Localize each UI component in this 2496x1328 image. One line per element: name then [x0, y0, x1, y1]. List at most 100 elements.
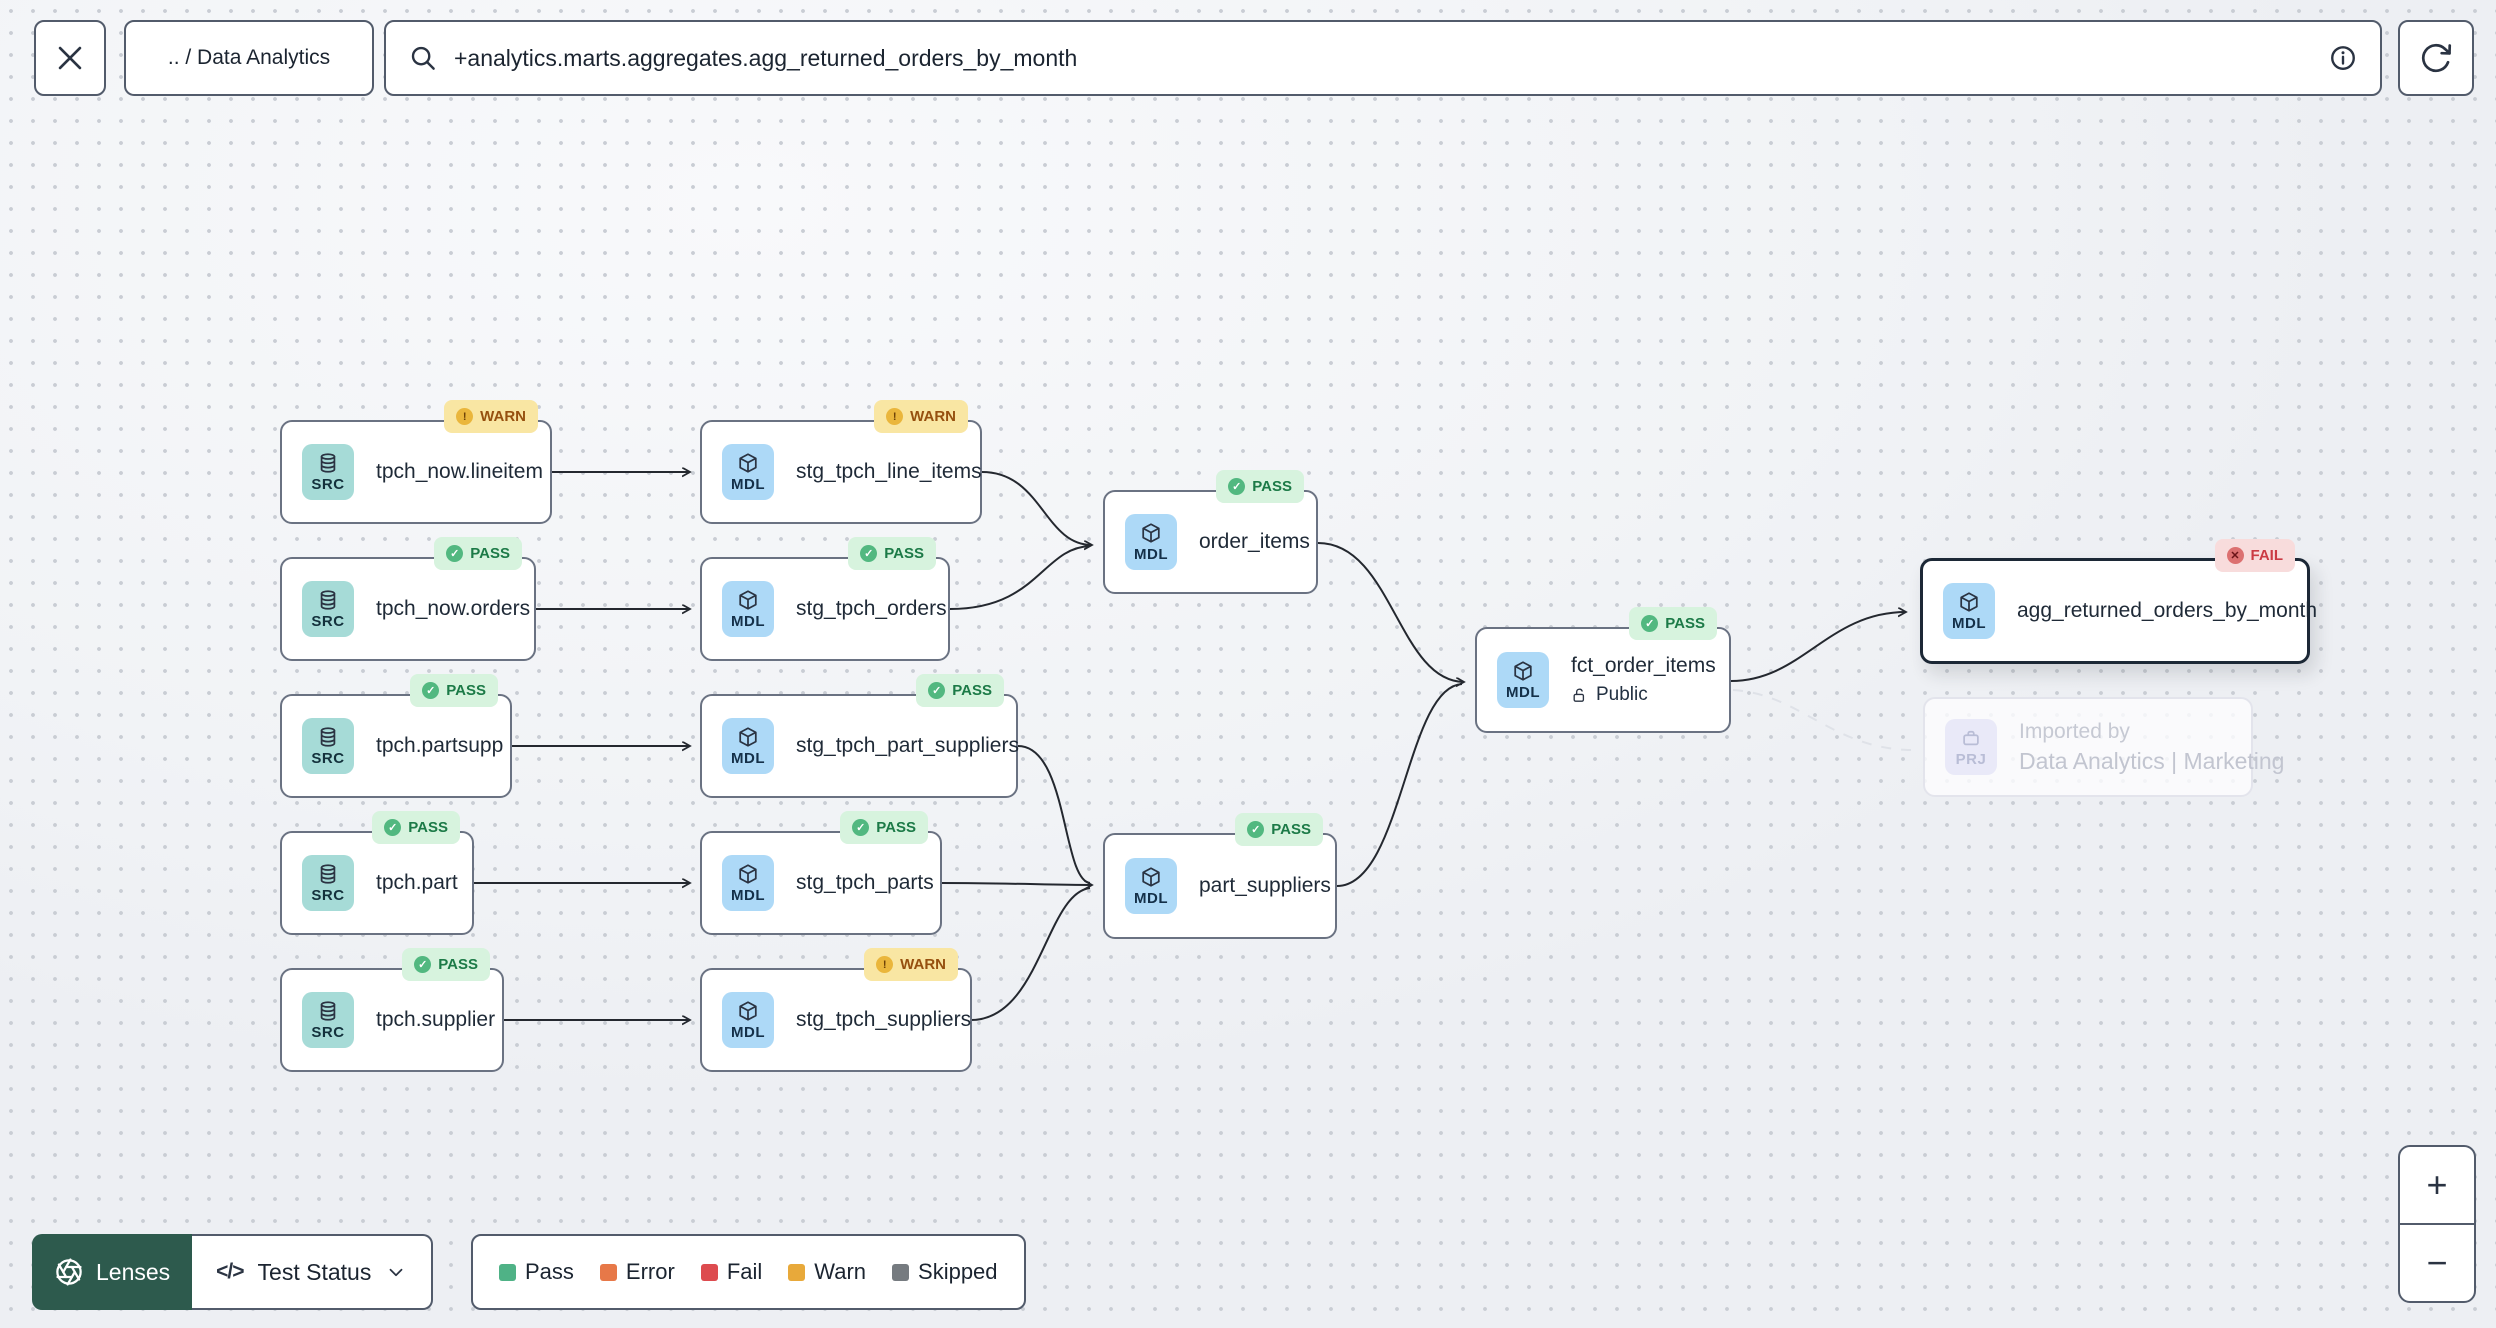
source-type-chip: SRC	[302, 444, 354, 500]
fail-swatch	[700, 1263, 718, 1281]
node-agg-returned-orders-by-month[interactable]: ✕FAIL MDL agg_returned_orders_by_month	[1920, 539, 2317, 664]
check-icon: ✓	[860, 545, 878, 562]
model-type-chip: MDL	[722, 718, 774, 774]
aperture-icon	[56, 1258, 82, 1286]
refresh-button[interactable]	[2398, 20, 2474, 96]
warn-icon: !	[456, 408, 474, 425]
legend-item-error: Error	[599, 1259, 675, 1285]
zoom-controls: + −	[2398, 1145, 2476, 1303]
check-icon: ✓	[414, 956, 432, 973]
warn-icon: !	[886, 408, 904, 425]
legend-item-warn: Warn	[788, 1259, 866, 1285]
unlock-icon	[1573, 688, 1585, 702]
node-label: stg_tpch_suppliers	[796, 1008, 972, 1031]
cube-icon	[1142, 866, 1160, 887]
close-icon	[58, 46, 82, 70]
status-badge: !WARN	[864, 948, 958, 981]
test-status-legend: Pass Error Fail Warn Skipped	[471, 1234, 1026, 1310]
model-type-chip: MDL	[1125, 514, 1177, 570]
lenses-button[interactable]: Lenses	[32, 1234, 193, 1310]
briefcase-icon	[1963, 730, 1979, 745]
lenses-control: Lenses </> Test Status	[32, 1234, 434, 1310]
node-tpch-partsupp[interactable]: ✓PASS SRC tpch.partsupp	[280, 674, 512, 798]
node-label: agg_returned_orders_by_month	[2017, 599, 2318, 622]
close-button[interactable]	[34, 20, 106, 96]
cube-icon	[1960, 591, 1978, 612]
node-stg-tpch-parts[interactable]: ✓PASS MDL stg_tpch_parts	[700, 811, 942, 935]
refresh-icon	[2421, 43, 2452, 73]
check-icon: ✓	[928, 682, 946, 699]
imported-by-label: Imported by	[2019, 719, 2130, 743]
node-label: stg_tpch_orders	[796, 597, 947, 620]
node-order-items[interactable]: ✓PASS MDL order_items	[1103, 470, 1318, 594]
check-icon: ✓	[1247, 821, 1265, 838]
source-type-chip: SRC	[302, 855, 354, 911]
cube-icon	[1142, 522, 1160, 543]
node-label: stg_tpch_line_items	[796, 460, 982, 483]
source-type-chip: SRC	[302, 718, 354, 774]
cube-icon	[739, 863, 757, 884]
cube-icon	[1514, 660, 1532, 681]
node-tpch-now-lineitem[interactable]: !WARN SRC tpch_now.lineitem	[280, 400, 552, 524]
lens-selected-label: Test Status	[257, 1258, 372, 1285]
pass-swatch	[499, 1263, 516, 1281]
node-tpch-part[interactable]: ✓PASS SRC tpch.part	[280, 811, 474, 935]
fail-icon: ✕	[2226, 547, 2244, 564]
model-type-chip: MDL	[722, 444, 774, 500]
node-imported-project[interactable]: PRJ Imported by Data Analytics | Marketi…	[1923, 697, 2284, 797]
node-label: tpch.part	[376, 871, 458, 894]
info-icon[interactable]	[2328, 43, 2358, 73]
database-icon	[320, 1000, 336, 1021]
breadcrumb[interactable]: .. / Data Analytics	[124, 20, 374, 96]
status-badge: ✓PASS	[1235, 813, 1323, 846]
node-label: tpch.partsupp	[376, 734, 504, 757]
search-input[interactable]	[454, 44, 2312, 72]
status-badge: ✓PASS	[916, 674, 1004, 707]
node-stg-tpch-line-items[interactable]: !WARN MDL stg_tpch_line_items	[700, 400, 982, 524]
skipped-swatch	[892, 1263, 910, 1281]
status-badge: ✓PASS	[1216, 470, 1304, 503]
node-part-suppliers[interactable]: ✓PASS MDL part_suppliers	[1103, 813, 1337, 939]
access-row: Public	[1571, 684, 1716, 706]
chevron-down-icon	[389, 1268, 403, 1277]
cube-icon	[739, 589, 757, 610]
legend-item-skipped: Skipped	[892, 1259, 998, 1285]
node-label: stg_tpch_part_suppliers	[796, 734, 1019, 757]
database-icon	[320, 726, 336, 747]
error-swatch	[599, 1263, 617, 1281]
status-badge: ✓PASS	[410, 674, 498, 707]
model-type-chip: MDL	[1125, 858, 1177, 914]
check-icon: ✓	[1228, 478, 1246, 495]
database-icon	[320, 452, 336, 473]
node-label: order_items	[1199, 530, 1310, 553]
project-name: Data Analytics | Marketing	[2019, 747, 2285, 774]
code-icon: </>	[216, 1260, 244, 1283]
node-label: tpch.supplier	[376, 1008, 496, 1031]
status-badge: ✓PASS	[848, 537, 936, 570]
search-icon	[411, 46, 435, 70]
node-label: tpch_now.lineitem	[376, 460, 543, 483]
check-icon: ✓	[384, 819, 402, 836]
check-icon: ✓	[1641, 615, 1659, 632]
project-type-chip: PRJ	[1945, 719, 1997, 775]
node-label: stg_tpch_parts	[796, 871, 934, 894]
check-icon: ✓	[422, 682, 440, 699]
cube-icon	[739, 726, 757, 747]
lens-selector[interactable]: </> Test Status	[192, 1234, 434, 1310]
node-stg-tpch-orders[interactable]: ✓PASS MDL stg_tpch_orders	[700, 537, 950, 661]
model-type-chip: MDL	[722, 992, 774, 1048]
zoom-in-button[interactable]: +	[2426, 1163, 2448, 1205]
node-tpch-supplier[interactable]: ✓PASS SRC tpch.supplier	[280, 948, 504, 1072]
node-fct-order-items[interactable]: ✓PASS MDL fct_order_items Public	[1475, 607, 1731, 733]
node-tpch-now-orders[interactable]: ✓PASS SRC tpch_now.orders	[280, 537, 536, 661]
check-icon: ✓	[852, 819, 870, 836]
database-icon	[320, 589, 336, 610]
node-stg-tpch-part-suppliers[interactable]: ✓PASS MDL stg_tpch_part_suppliers	[700, 674, 1019, 798]
database-icon	[320, 863, 336, 884]
node-label: fct_order_items	[1571, 654, 1716, 677]
zoom-out-button[interactable]: −	[2426, 1242, 2448, 1284]
node-stg-tpch-suppliers[interactable]: !WARN MDL stg_tpch_suppliers	[700, 948, 972, 1072]
lenses-label: Lenses	[96, 1258, 171, 1285]
